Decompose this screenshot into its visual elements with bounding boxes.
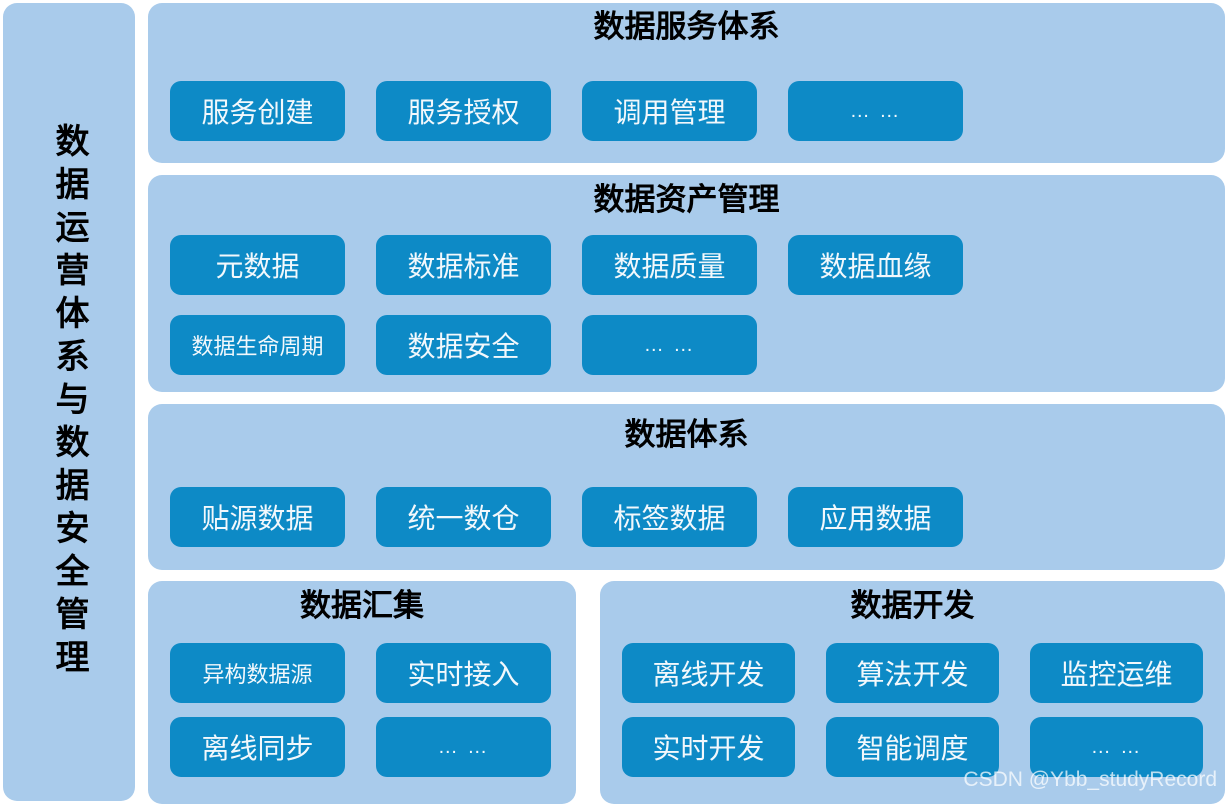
sidebar-label: 数据运营体系与数据安全管理 xyxy=(50,122,88,682)
chip-service-authorize[interactable]: 服务授权 xyxy=(376,81,551,141)
panel-data-service: 数据服务体系 服务创建 服务授权 调用管理 … … xyxy=(148,3,1225,163)
chip-row-data-system-1: 贴源数据 统一数仓 标签数据 应用数据 xyxy=(170,487,1203,547)
chip-row-data-collection-2: 离线同步 … … xyxy=(170,717,554,777)
panel-stack: 数据服务体系 服务创建 服务授权 调用管理 … … 数据资产管理 元数据 数据标… xyxy=(148,3,1225,804)
chip-data-quality[interactable]: 数据质量 xyxy=(582,235,757,295)
panel-title-data-service: 数据服务体系 xyxy=(593,9,780,44)
chip-source-data[interactable]: 贴源数据 xyxy=(170,487,345,547)
chip-realtime-development[interactable]: 实时开发 xyxy=(622,717,795,777)
panel-title-data-collection: 数据汇集 xyxy=(300,588,424,623)
chip-call-management[interactable]: 调用管理 xyxy=(582,81,757,141)
chip-data-asset-more[interactable]: … … xyxy=(582,315,757,375)
chip-algorithm-development[interactable]: 算法开发 xyxy=(826,643,999,703)
chip-data-lineage[interactable]: 数据血缘 xyxy=(788,235,963,295)
chip-label-data[interactable]: 标签数据 xyxy=(582,487,757,547)
chip-data-collection-more[interactable]: … … xyxy=(376,717,551,777)
chip-data-lifecycle[interactable]: 数据生命周期 xyxy=(170,315,345,375)
chip-intelligent-scheduling[interactable]: 智能调度 xyxy=(826,717,999,777)
chip-data-development-more[interactable]: … … xyxy=(1030,717,1203,777)
chip-row-data-asset-2: 数据生命周期 数据安全 … … xyxy=(170,315,1203,375)
chip-data-security[interactable]: 数据安全 xyxy=(376,315,551,375)
sidebar-data-governance-band: 数据运营体系与数据安全管理 xyxy=(3,3,135,801)
panel-data-collection: 数据汇集 异构数据源 实时接入 离线同步 … … xyxy=(148,581,576,804)
chip-row-data-collection-1: 异构数据源 实时接入 xyxy=(170,643,554,703)
chip-application-data[interactable]: 应用数据 xyxy=(788,487,963,547)
panel-data-development: 数据开发 离线开发 算法开发 监控运维 实时开发 智能调度 … … CSDN @… xyxy=(600,581,1225,804)
chip-monitoring-ops[interactable]: 监控运维 xyxy=(1030,643,1203,703)
chip-heterogeneous-source[interactable]: 异构数据源 xyxy=(170,643,345,703)
chip-data-standard[interactable]: 数据标准 xyxy=(376,235,551,295)
chip-row-data-asset-1: 元数据 数据标准 数据质量 数据血缘 xyxy=(170,235,1203,295)
chip-metadata[interactable]: 元数据 xyxy=(170,235,345,295)
chip-row-data-service-1: 服务创建 服务授权 调用管理 … … xyxy=(170,81,1203,141)
panel-data-asset-management: 数据资产管理 元数据 数据标准 数据质量 数据血缘 数据生命周期 数据安全 … … xyxy=(148,175,1225,392)
panel-title-data-system: 数据体系 xyxy=(624,417,749,452)
panel-data-system: 数据体系 贴源数据 统一数仓 标签数据 应用数据 xyxy=(148,404,1225,570)
panel-title-data-development: 数据开发 xyxy=(850,588,975,623)
chip-service-create[interactable]: 服务创建 xyxy=(170,81,345,141)
chip-unified-warehouse[interactable]: 统一数仓 xyxy=(376,487,551,547)
chip-service-more[interactable]: … … xyxy=(788,81,963,141)
chip-realtime-ingest[interactable]: 实时接入 xyxy=(376,643,551,703)
panel-title-data-asset-management: 数据资产管理 xyxy=(593,182,780,217)
chip-row-data-development-2: 实时开发 智能调度 … … xyxy=(622,717,1203,777)
chip-offline-development[interactable]: 离线开发 xyxy=(622,643,795,703)
chip-offline-sync[interactable]: 离线同步 xyxy=(170,717,345,777)
chip-row-data-development-1: 离线开发 算法开发 监控运维 xyxy=(622,643,1203,703)
